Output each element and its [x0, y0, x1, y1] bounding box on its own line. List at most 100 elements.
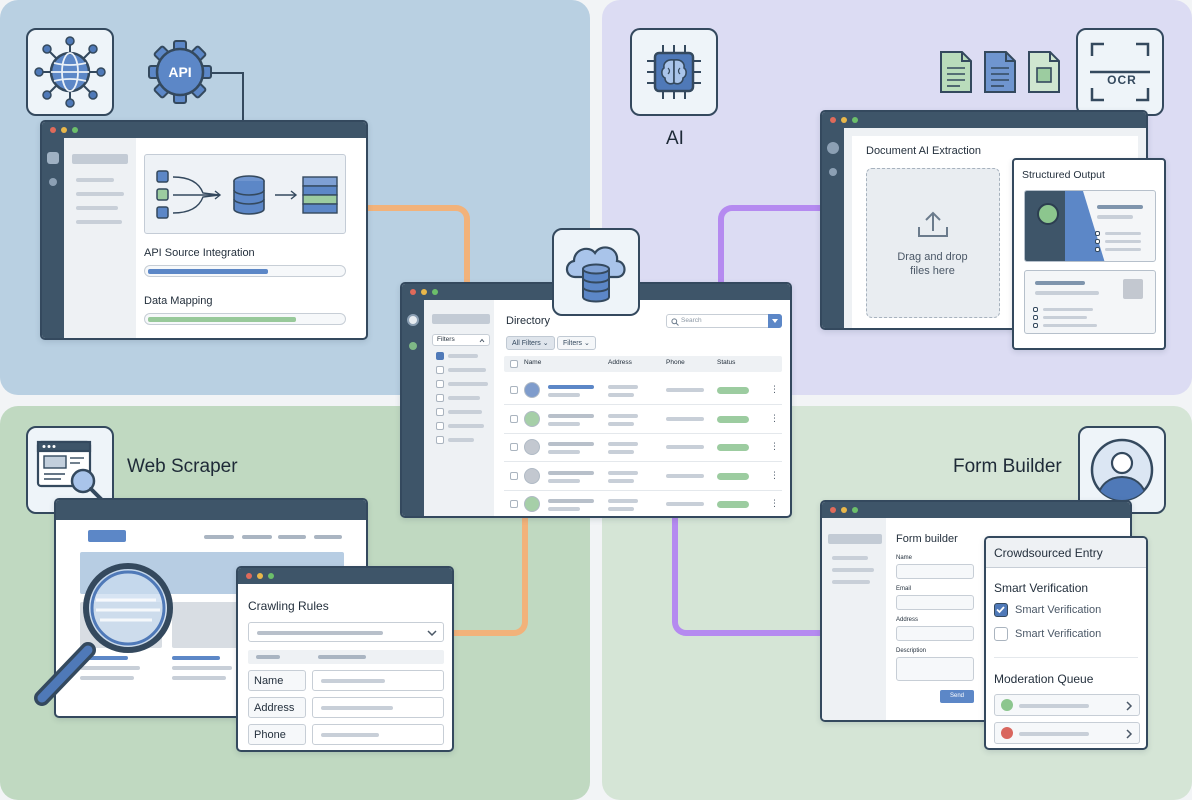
minimize-dot[interactable]	[257, 573, 263, 579]
rule-name-label: Name	[254, 675, 284, 687]
filter-checkbox[interactable]	[436, 352, 444, 360]
user-profile-icon-card	[1078, 426, 1166, 514]
structured-output-window: Structured Output	[1012, 158, 1166, 350]
form-address-input[interactable]	[896, 626, 974, 641]
rule-phone-label: Phone	[254, 729, 286, 741]
form-builder-caption: Form Builder	[953, 456, 1062, 477]
close-dot[interactable]	[410, 289, 416, 295]
avatar	[524, 382, 540, 398]
filter-checkbox[interactable]	[436, 436, 444, 444]
nav-dot-icon[interactable]	[49, 178, 57, 186]
dropzone-text-line1: Drag and drop	[897, 251, 968, 263]
verification-heading: Smart Verification	[994, 581, 1089, 595]
minimize-dot[interactable]	[841, 117, 847, 123]
ocr-scan-icon	[1090, 42, 1150, 102]
orange-connector-top	[366, 205, 470, 285]
verification-option-2: Smart Verification	[1015, 628, 1102, 640]
dropzone[interactable]: Drag and drop files here	[866, 168, 1000, 318]
directory-row[interactable]: ⋮	[504, 405, 782, 433]
home-icon[interactable]	[407, 314, 419, 326]
row-divider	[504, 461, 782, 462]
home-icon[interactable]	[47, 152, 59, 164]
window-nav-panel	[64, 138, 136, 338]
moderation-queue-item-1[interactable]	[994, 694, 1140, 716]
column-header-phone[interactable]: Phone	[666, 359, 685, 366]
filter-checkbox[interactable]	[436, 394, 444, 402]
form-field-label-address: Address	[896, 617, 919, 623]
select-all-checkbox[interactable]	[510, 360, 518, 368]
form-field-label-email: Email	[896, 586, 912, 592]
filter-checkbox[interactable]	[436, 380, 444, 388]
directory-row[interactable]: ⋮	[504, 490, 782, 516]
cloud-database-icon-card	[552, 228, 640, 316]
verification-checkbox-unchecked[interactable]	[994, 627, 1008, 641]
row-divider	[504, 404, 782, 405]
form-description-input[interactable]	[896, 657, 974, 681]
row-checkbox[interactable]	[510, 386, 518, 394]
ai-chip-icon-card	[630, 28, 718, 116]
close-dot[interactable]	[830, 507, 836, 513]
directory-search-input[interactable]: Search	[666, 314, 782, 328]
window-sidebar	[822, 128, 844, 328]
verification-checkbox-checked[interactable]	[994, 603, 1008, 617]
row-checkbox[interactable]	[510, 443, 518, 451]
rule-phone-input[interactable]	[312, 724, 444, 745]
row-more-icon[interactable]: ⋮	[770, 384, 779, 394]
maximize-dot[interactable]	[268, 573, 274, 579]
close-dot[interactable]	[246, 573, 252, 579]
row-checkbox[interactable]	[510, 414, 518, 423]
rules-dropdown[interactable]	[248, 622, 444, 642]
filter-checkbox[interactable]	[436, 408, 444, 416]
sidebar-filters-dropdown[interactable]: Filters	[432, 334, 490, 346]
moderation-queue-item-2[interactable]	[994, 722, 1140, 744]
minimize-dot[interactable]	[421, 289, 427, 295]
close-dot[interactable]	[50, 127, 56, 133]
all-filters-button[interactable]: All Filters ⌄	[506, 336, 555, 350]
form-email-input[interactable]	[896, 595, 974, 610]
api-source-label: API Source Integration	[144, 247, 255, 259]
form-send-button[interactable]: Send	[940, 690, 974, 703]
directory-row[interactable]: ⋮	[504, 376, 782, 404]
row-more-icon[interactable]: ⋮	[770, 469, 779, 480]
directory-row[interactable]: ⋮	[504, 433, 782, 461]
minimize-dot[interactable]	[61, 127, 67, 133]
api-gear-label: API	[168, 64, 192, 80]
row-divider	[504, 489, 782, 491]
column-header-address[interactable]: Address	[608, 359, 632, 366]
nav-dot-icon[interactable]	[409, 342, 417, 350]
row-more-icon[interactable]: ⋮	[770, 498, 779, 508]
minimize-dot[interactable]	[841, 507, 847, 513]
structured-output-title: Structured Output	[1022, 169, 1105, 181]
purple-connector-bottom	[672, 518, 824, 636]
column-header-status[interactable]: Status	[717, 359, 736, 366]
purple-connector-top	[718, 205, 822, 285]
maximize-dot[interactable]	[432, 289, 438, 295]
search-icon	[671, 318, 679, 326]
directory-filter-panel: Filters	[424, 300, 494, 516]
row-checkbox[interactable]	[510, 500, 518, 508]
rule-name-input[interactable]	[312, 670, 444, 691]
orange-connector-bottom	[452, 518, 528, 636]
filter-checkbox[interactable]	[436, 366, 444, 374]
row-checkbox[interactable]	[510, 471, 518, 480]
rule-address-input[interactable]	[312, 697, 444, 718]
magnifier-icon	[30, 560, 180, 715]
row-more-icon[interactable]: ⋮	[770, 441, 779, 451]
search-submit-button[interactable]	[768, 314, 782, 328]
close-dot[interactable]	[830, 117, 836, 123]
search-placeholder: Search	[681, 317, 702, 324]
upload-icon	[918, 211, 948, 237]
filters-button[interactable]: Filters ⌄	[557, 336, 596, 350]
home-icon[interactable]	[827, 142, 839, 154]
nav-dot-icon[interactable]	[829, 168, 837, 176]
row-more-icon[interactable]: ⋮	[770, 412, 779, 423]
maximize-dot[interactable]	[852, 117, 858, 123]
maximize-dot[interactable]	[852, 507, 858, 513]
directory-row[interactable]: ⋮	[504, 462, 782, 490]
filter-checkbox[interactable]	[436, 422, 444, 430]
form-name-input[interactable]	[896, 564, 974, 579]
rule-address-label-box: Address	[248, 697, 306, 718]
column-header-name[interactable]: Name	[524, 359, 542, 366]
green-document-icon	[938, 50, 974, 99]
maximize-dot[interactable]	[72, 127, 78, 133]
